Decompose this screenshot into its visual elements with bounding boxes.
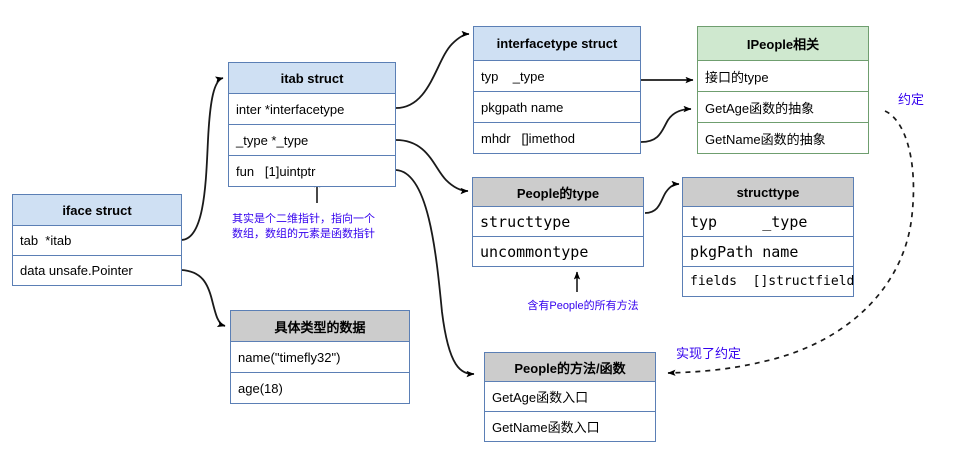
node-people-type: People的type structtype uncommontype (472, 177, 644, 267)
node-header: 具体类型的数据 (230, 310, 410, 342)
edge-itab-inter-to-interfacetype (395, 30, 470, 109)
node-row: pkgPath name (682, 237, 854, 267)
node-row: GetName函数入口 (484, 412, 656, 442)
node-itab-struct: itab struct inter *interfacetype _type *… (228, 62, 396, 187)
node-row: GetAge函数入口 (484, 382, 656, 412)
node-row: data unsafe.Pointer (12, 256, 182, 286)
node-header: interfacetype struct (473, 26, 641, 61)
node-people-methods: People的方法/函数 GetAge函数入口 GetName函数入口 (484, 352, 656, 442)
node-row: GetAge函数的抽象 (697, 92, 869, 123)
node-header: People的方法/函数 (484, 352, 656, 382)
node-structtype: structtype typ _type pkgPath name fields… (682, 177, 854, 297)
node-row: structtype (472, 207, 644, 237)
node-header: iface struct (12, 194, 182, 226)
node-row: uncommontype (472, 237, 644, 267)
node-interfacetype-struct: interfacetype struct typ _type pkgpath n… (473, 26, 641, 154)
edge-structtype-to-structtype-box (644, 180, 680, 214)
node-iface-struct: iface struct tab *itab data unsafe.Point… (12, 194, 182, 286)
annotation-fun-pointer-note: 其实是个二维指针，指向一个 数组，数组的元素是函数指针 (232, 213, 375, 240)
edge-iface-data-to-concrete (180, 269, 226, 328)
node-row: _type *_type (228, 125, 396, 156)
node-header: IPeople相关 (697, 26, 869, 61)
edge-iface-tab-to-itab (180, 76, 224, 241)
node-concrete-type-data: 具体类型的数据 name("timefly32") age(18) (230, 310, 410, 404)
node-row: 接口的type (697, 61, 869, 92)
node-header: itab struct (228, 62, 396, 94)
node-ipeople-related: IPeople相关 接口的type GetAge函数的抽象 GetName函数的… (697, 26, 869, 154)
node-row: typ _type (473, 61, 641, 92)
node-row: GetName函数的抽象 (697, 123, 869, 154)
node-row: age(18) (230, 373, 410, 404)
annotation-contract: 约定 (898, 92, 925, 107)
edge-itab-type-to-peopletype (395, 139, 469, 195)
node-row: inter *interfacetype (228, 94, 396, 125)
node-row: fields []structfield (682, 267, 854, 297)
node-row: pkgpath name (473, 92, 641, 123)
node-row: name("timefly32") (230, 342, 410, 373)
node-row: fun [1]uintptr (228, 156, 396, 187)
node-row: mhdr []imethod (473, 123, 641, 154)
annotation-uncommontype-note: 含有People的所有方法 (527, 300, 639, 312)
annotation-implements-contract: 实现了约定 (676, 346, 742, 361)
node-header: People的type (472, 177, 644, 207)
edge-mhdr-to-getage-abstract (640, 105, 692, 143)
node-header: structtype (682, 177, 854, 207)
node-row: tab *itab (12, 226, 182, 256)
node-row: typ _type (682, 207, 854, 237)
